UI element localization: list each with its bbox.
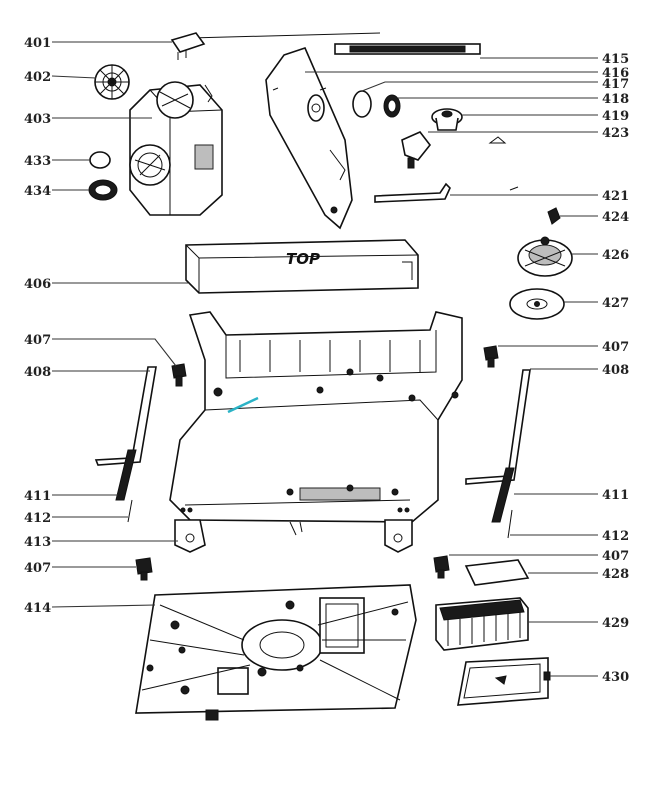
part-407-screw-a (171, 363, 187, 387)
part-415-heating-bar (334, 43, 481, 55)
callout-419: 419 (602, 109, 629, 124)
callout-430: 430 (602, 670, 629, 685)
part-433-o-ring (89, 151, 111, 169)
part-402-gear (94, 64, 130, 100)
callout-403: 403 (24, 112, 51, 127)
part-416-side-panel (265, 47, 353, 230)
callout-408-right: 408 (602, 363, 629, 378)
callout-411-right: 411 (602, 488, 629, 503)
part-414-base-plate (135, 584, 417, 721)
part-430-cover-plate (457, 657, 551, 706)
callout-411-left: 411 (24, 489, 51, 504)
part-426-drive-wheel (517, 236, 573, 277)
part-411-spring-left (115, 449, 137, 501)
callout-407-lower-left: 407 (24, 561, 51, 576)
callout-407-upper-left: 407 (24, 333, 51, 348)
callout-408-left: 408 (24, 365, 51, 380)
part-403-motor-assembly (129, 81, 223, 216)
callout-416: 416 (602, 66, 629, 81)
part-407-screw-c (483, 345, 499, 368)
part-434-washer (88, 179, 118, 201)
callout-429: 429 (602, 616, 629, 631)
part-411-spring-right (491, 467, 515, 523)
callout-401: 401 (24, 36, 51, 51)
part-413-frame (169, 311, 463, 553)
part-427-plate (509, 288, 565, 320)
part-407-screw-d (433, 555, 450, 579)
callout-412-right: 412 (602, 529, 629, 544)
part-429-bristle-block (435, 597, 529, 651)
part-421-rod (374, 182, 519, 203)
callout-406: 406 (24, 277, 51, 292)
part-412-pin-left (127, 499, 133, 523)
callout-402: 402 (24, 70, 51, 85)
part-418-bearing (383, 94, 401, 118)
part-423-switch (401, 131, 507, 169)
part-424-clip (547, 207, 561, 225)
part-407-screw-b (135, 557, 153, 581)
part-419-hub (431, 108, 463, 131)
part-408-rod-right (465, 369, 531, 485)
callout-418: 418 (602, 92, 629, 107)
callout-433: 433 (24, 154, 51, 169)
callout-424: 424 (602, 210, 629, 225)
part-408-rod-left (94, 366, 157, 466)
callout-413: 413 (24, 535, 51, 550)
callout-414: 414 (24, 601, 51, 616)
callout-407-upper-right: 407 (602, 340, 629, 355)
callout-434: 434 (24, 184, 51, 199)
callout-412-left: 412 (24, 511, 51, 526)
callout-417: 417 (602, 77, 629, 92)
part-401-power-cord (170, 32, 381, 60)
callout-labels: 401 402 403 433 434 406 407 408 411 412 … (24, 36, 629, 685)
callout-423: 423 (602, 126, 629, 141)
part-412-pin-right (507, 509, 513, 539)
part-428-pad (464, 559, 530, 586)
part-417-ring (352, 90, 372, 118)
top-box-label: TOP (286, 250, 320, 268)
callout-426: 426 (602, 248, 629, 263)
callout-421: 421 (602, 189, 629, 204)
callout-428: 428 (602, 567, 629, 582)
callout-407-lower-right: 407 (602, 549, 629, 564)
part-406-top-box: TOP (185, 239, 419, 294)
callout-427: 427 (602, 296, 629, 311)
leader-lines (51, 41, 598, 677)
callout-415: 415 (602, 52, 629, 67)
